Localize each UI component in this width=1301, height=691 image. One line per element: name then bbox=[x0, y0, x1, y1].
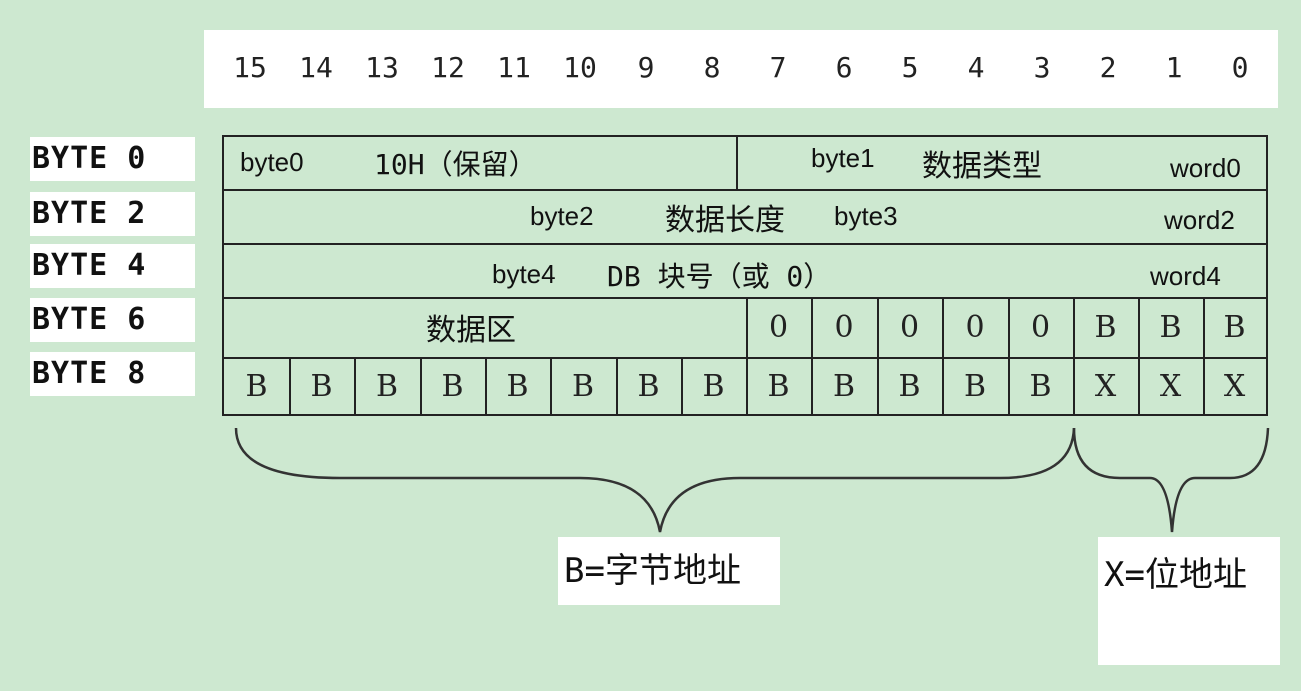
row1-word: word2 bbox=[1164, 205, 1235, 235]
row3-col-line-3 bbox=[942, 299, 944, 357]
table-row-word2: byte2 数据长度 byte3 word2 bbox=[224, 191, 1266, 245]
row4-cell-14: X bbox=[1159, 369, 1182, 404]
byte-label-4: BYTE 4 bbox=[30, 244, 195, 288]
row0-right-byte: byte1 bbox=[811, 143, 875, 173]
row4-col-line-2 bbox=[354, 359, 356, 414]
bit-index-14: 14 bbox=[299, 51, 333, 84]
row4-cell-5: B bbox=[571, 369, 595, 404]
bit-index-5: 5 bbox=[901, 51, 919, 84]
bit-index-7: 7 bbox=[769, 51, 787, 84]
byte-label-6: BYTE 6 bbox=[30, 298, 195, 342]
row4-col-line-4 bbox=[485, 359, 487, 414]
byte-address-caption: B=字节地址 bbox=[558, 537, 780, 605]
bit-index-0: 0 bbox=[1231, 51, 1249, 84]
row0-left-byte: byte0 bbox=[240, 147, 304, 177]
register-table: byte0 10H（保留） byte1 数据类型 word0 byte2 数据长… bbox=[222, 135, 1268, 416]
row3-cell-5: B bbox=[1094, 310, 1117, 345]
row1-text: 数据长度 bbox=[665, 203, 785, 238]
row4-cell-15: X bbox=[1223, 369, 1246, 404]
row1-byte-a: byte2 bbox=[530, 201, 594, 231]
bit-index-9: 9 bbox=[637, 51, 655, 84]
row3-cell-6: B bbox=[1159, 310, 1182, 345]
byte-label-0: BYTE 0 bbox=[30, 137, 195, 181]
bit-index-11: 11 bbox=[497, 51, 531, 84]
row4-col-line-12 bbox=[1008, 359, 1010, 414]
row4-col-line-7 bbox=[681, 359, 683, 414]
row4-col-line-5 bbox=[550, 359, 552, 414]
bit-address-caption: X=位地址 bbox=[1098, 537, 1280, 665]
row4-cell-7: B bbox=[702, 369, 725, 404]
table-row-word0: byte0 10H（保留） byte1 数据类型 word0 bbox=[224, 137, 1266, 191]
row3-cell-4: 0 bbox=[1030, 310, 1051, 345]
byte-label-2: BYTE 2 bbox=[30, 192, 195, 236]
row4-cell-10: B bbox=[898, 369, 921, 404]
bit-index-1: 1 bbox=[1165, 51, 1183, 84]
row2-word: word4 bbox=[1150, 261, 1221, 291]
row1-byte-b: byte3 bbox=[834, 201, 898, 231]
row0-word: word0 bbox=[1170, 153, 1241, 183]
row4-col-line-1 bbox=[289, 359, 291, 414]
table-row-byte8: B B B B B B B B B B B B B X X X bbox=[224, 359, 1266, 414]
row4-col-line-8 bbox=[746, 359, 748, 414]
row4-cell-1: B bbox=[310, 369, 333, 404]
row3-cell-3: 0 bbox=[965, 310, 985, 345]
bit-index-13: 13 bbox=[365, 51, 399, 84]
bit-index-8: 8 bbox=[703, 51, 721, 84]
row4-col-line-13 bbox=[1073, 359, 1075, 414]
byte-address-brace bbox=[234, 427, 1076, 533]
bit-index-4: 4 bbox=[967, 51, 985, 84]
row2-text: DB 块号（或 0） bbox=[607, 260, 832, 293]
bit-index-10: 10 bbox=[563, 51, 597, 84]
row3-col-line-6 bbox=[1138, 299, 1140, 357]
row4-cell-6: B bbox=[637, 369, 660, 404]
row3-cell-7: B bbox=[1223, 310, 1246, 345]
byte-label-8: BYTE 8 bbox=[30, 352, 195, 396]
bit-address-brace bbox=[1072, 427, 1270, 533]
row3-cell-2: 0 bbox=[899, 310, 920, 345]
row4-col-line-14 bbox=[1138, 359, 1140, 414]
table-row-byte6: 数据区 0 0 0 0 0 B B B bbox=[224, 299, 1266, 359]
row4-cell-8: B bbox=[767, 369, 790, 404]
bit-index-12: 12 bbox=[431, 51, 465, 84]
bit-index-6: 6 bbox=[835, 51, 853, 84]
row4-cell-13: X bbox=[1094, 369, 1117, 404]
row4-col-line-11 bbox=[942, 359, 944, 414]
row4-col-line-9 bbox=[811, 359, 813, 414]
row3-col-line-4 bbox=[1008, 299, 1010, 357]
row3-col-line-7 bbox=[1203, 299, 1205, 357]
row4-cell-4: B bbox=[506, 369, 529, 404]
row0-divider bbox=[736, 137, 738, 189]
row4-cell-2: B bbox=[375, 369, 399, 404]
bit-index-3: 3 bbox=[1033, 51, 1051, 84]
row4-cell-12: B bbox=[1029, 369, 1052, 404]
row3-col-line-5 bbox=[1073, 299, 1075, 357]
row2-byte: byte4 bbox=[492, 259, 556, 289]
row4-col-line-10 bbox=[877, 359, 879, 414]
row3-cell-1: 0 bbox=[834, 310, 854, 345]
bit-index-2: 2 bbox=[1099, 51, 1117, 84]
row4-cell-9: B bbox=[832, 369, 856, 404]
row4-col-line-3 bbox=[420, 359, 422, 414]
row4-cell-0: B bbox=[245, 369, 268, 404]
row3-col-line-1 bbox=[811, 299, 813, 357]
row3-col-line-0 bbox=[746, 299, 748, 357]
row3-col-line-2 bbox=[877, 299, 879, 357]
row0-left-text: 10H（保留） bbox=[374, 148, 537, 181]
row4-col-line-15 bbox=[1203, 359, 1205, 414]
row3-label: 数据区 bbox=[426, 313, 516, 348]
row3-cell-0: 0 bbox=[768, 310, 789, 345]
table-row-word4: byte4 DB 块号（或 0） word4 bbox=[224, 245, 1266, 299]
bit-index-15: 15 bbox=[233, 51, 267, 84]
row4-cell-3: B bbox=[441, 369, 464, 404]
row0-right-text: 数据类型 bbox=[922, 149, 1042, 184]
row4-col-line-6 bbox=[616, 359, 618, 414]
row4-cell-11: B bbox=[963, 369, 987, 404]
